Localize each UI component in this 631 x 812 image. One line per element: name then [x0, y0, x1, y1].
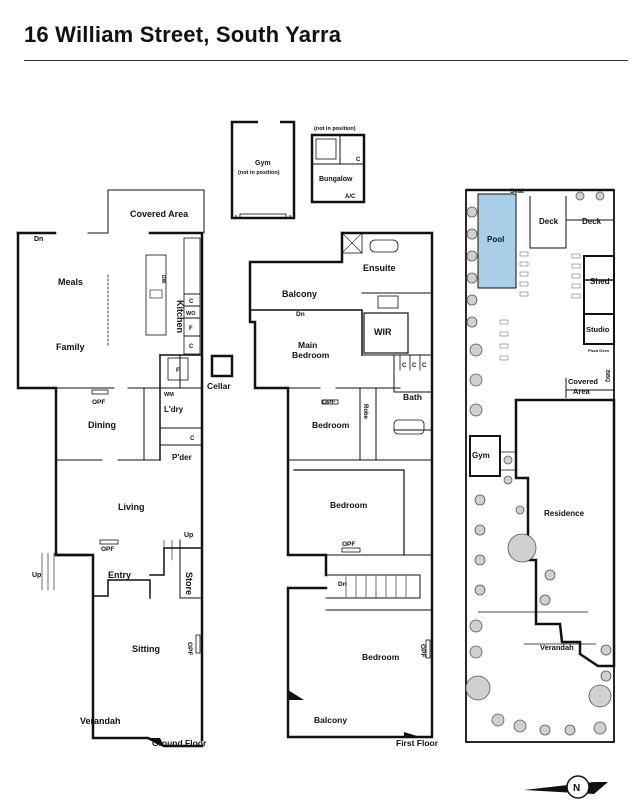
site-gym: Gym — [472, 451, 490, 460]
site-seat: Seat — [510, 188, 525, 195]
room-cellar: Cellar — [207, 381, 231, 391]
site-covered-area-2: Area — [573, 387, 591, 396]
mark-wm: WM — [164, 392, 174, 398]
site-residence: Residence — [544, 509, 585, 518]
balcony-post-first — [288, 690, 304, 700]
mark-c1: C — [189, 299, 194, 305]
mark-up-stair: Up — [184, 532, 193, 539]
room-bedroom-3: Bedroom — [362, 652, 400, 662]
room-dining: Dining — [88, 420, 116, 430]
room-wir: WIR — [374, 327, 392, 337]
room-ensuite: Ensuite — [363, 263, 396, 273]
mark-opf-living: OPF — [101, 546, 114, 553]
mark-dn-balcony: Dn — [296, 311, 305, 318]
mark-opf-dining: OPF — [92, 399, 105, 406]
room-balcony-bottom: Balcony — [314, 715, 347, 725]
room-bedroom-1: Bedroom — [312, 420, 350, 430]
room-kitchen: Kitchen — [175, 300, 185, 333]
room-covered-area-ground: Covered Area — [130, 209, 189, 219]
ground-floor-plan — [16, 189, 205, 748]
first-floor-plan — [248, 231, 434, 739]
site-pizza-oven: Pizza Oven — [588, 348, 610, 353]
verandah-post-ground — [148, 738, 164, 746]
page-title: 16 William Street, South Yarra — [24, 22, 342, 47]
mark-opf-first-2: OPF — [342, 541, 355, 548]
mark-c2: C — [189, 344, 194, 350]
compass-north-label: N — [573, 783, 580, 794]
room-meals: Meals — [58, 277, 83, 287]
mark-opf-sitting: OPF — [186, 642, 193, 655]
site-verandah: Verandah — [540, 643, 574, 652]
site-paving — [499, 251, 581, 361]
mark-up-left: Up — [32, 572, 41, 579]
room-ldry: L'dry — [164, 405, 184, 414]
site-deck-1: Deck — [539, 217, 559, 226]
mark-c-first-1: C — [402, 363, 407, 369]
site-covered-area-1: Covered — [568, 377, 598, 386]
room-store: Store — [184, 572, 194, 595]
mark-opf-first-1: OPF — [322, 399, 335, 406]
mark-c-first-3: C — [422, 363, 427, 369]
mark-dn-ground: Dn — [34, 236, 43, 243]
site-trees — [465, 191, 612, 736]
mark-ac: A/C — [345, 194, 356, 200]
note-bungalow-not-in-position: (not in position) — [314, 126, 356, 132]
room-pder: P'der — [172, 453, 192, 462]
mark-f1: F — [189, 326, 193, 332]
mark-c-bungalow: C — [356, 157, 361, 163]
room-bungalow: Bungalow — [319, 176, 353, 183]
room-main-bedroom-line1: Main — [298, 340, 317, 350]
site-plan — [465, 188, 616, 743]
room-gym-outbuilding: Gym — [255, 160, 271, 167]
site-studio: Studio — [586, 325, 610, 334]
room-bedroom-2: Bedroom — [330, 500, 368, 510]
room-verandah-ground: Verandah — [80, 716, 121, 726]
ground-floor-caption: Ground Floor — [152, 738, 207, 748]
site-bbq: BBQ — [604, 370, 610, 383]
mark-dn-stair: Dn — [338, 581, 347, 588]
mark-c3: C — [190, 436, 195, 442]
site-deck-2: Deck — [582, 217, 602, 226]
mark-dw: DW — [160, 275, 166, 284]
room-entry: Entry — [108, 570, 131, 580]
mark-c-first-2: C — [412, 363, 417, 369]
first-floor-caption: First Floor — [396, 738, 439, 748]
gym-outbuilding — [230, 120, 296, 220]
mark-f2: F — [176, 368, 180, 374]
compass-icon: N — [524, 775, 608, 799]
room-living: Living — [118, 502, 145, 512]
note-gym-not-in-position: (not in position) — [238, 170, 280, 176]
cellar-box — [210, 354, 234, 378]
room-sitting: Sitting — [132, 644, 160, 654]
corner-post-first — [404, 732, 420, 737]
room-robe: Robe — [362, 404, 368, 420]
room-balcony-top: Balcony — [282, 289, 317, 299]
room-main-bedroom-line2: Bedroom — [292, 350, 330, 360]
mark-wo: WO — [186, 311, 196, 317]
site-shed: Shed — [590, 277, 610, 286]
room-family: Family — [56, 342, 85, 352]
site-pool: Pool — [487, 235, 504, 244]
mark-opf-first-3: OPF — [419, 644, 426, 657]
bungalow-outbuilding — [310, 133, 366, 204]
title-divider — [24, 60, 628, 61]
room-bath: Bath — [403, 392, 422, 402]
